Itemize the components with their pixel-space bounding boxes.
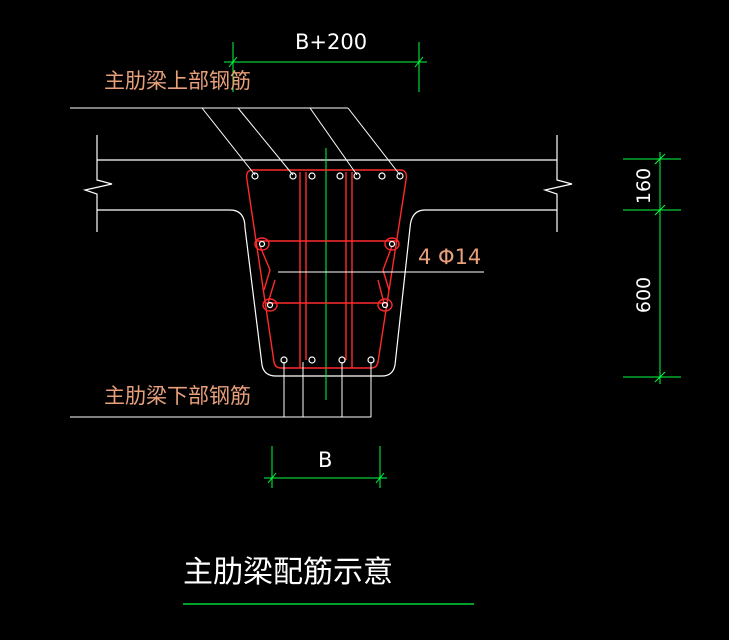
top-leader-2 — [237, 107, 294, 176]
top-bar-dot-7 — [396, 172, 404, 180]
side-bar-dot-4 — [381, 301, 389, 309]
side-bar-dot-3 — [266, 301, 274, 309]
dim-top-tick-left — [228, 56, 238, 68]
dim-bottom-tick-left — [267, 472, 277, 484]
dimension-lines — [224, 42, 681, 488]
dim-right-tick-bottom — [654, 371, 666, 383]
top-leader-1 — [201, 107, 256, 176]
slab-outline — [82, 135, 573, 232]
stirrup-hook-right-1 — [382, 245, 393, 291]
top-bar-dot-3 — [308, 172, 316, 180]
break-line-left — [82, 135, 113, 232]
bottom-rebar-label: 主肋梁下部钢筋 — [104, 384, 251, 408]
top-bar-dot-2 — [289, 172, 297, 180]
side-bar-loop-right-bottom — [377, 298, 393, 312]
top-leader-4 — [347, 107, 401, 176]
leader-lines — [70, 107, 484, 418]
dim-top-tick-right — [414, 56, 424, 68]
top-bar-dot-6 — [378, 172, 386, 180]
dim-right-tick-mid — [654, 204, 666, 216]
stirrup-hook-left-1 — [259, 245, 271, 291]
top-width-dimension-label: B+200 — [295, 30, 367, 54]
dim-right-tick-top — [654, 153, 666, 165]
side-bar-loop-left-bottom — [262, 298, 278, 312]
beam-web-outline — [229, 209, 426, 377]
side-bar-dot-2 — [388, 240, 396, 248]
rebar-dots — [251, 172, 404, 364]
slab-thickness-dimension-label: 160 — [633, 168, 655, 204]
top-bar-dot-5 — [353, 172, 361, 180]
side-bar-loop-right-top — [384, 237, 400, 251]
side-bar-dot-1 — [258, 240, 266, 248]
side-rebar-label: 4 Φ14 — [418, 245, 481, 269]
break-line-right — [542, 135, 573, 232]
web-height-dimension-label: 600 — [633, 277, 655, 313]
side-bar-loop-left-top — [254, 237, 270, 251]
top-bar-dot-4 — [336, 172, 344, 180]
bottom-width-dimension-label: B — [318, 448, 332, 472]
bottom-bar-dot-2 — [308, 356, 316, 364]
top-bar-dot-1 — [251, 172, 259, 180]
drawing-title: 主肋梁配筋示意 — [183, 555, 393, 590]
top-rebar-label: 主肋梁上部钢筋 — [104, 69, 251, 93]
top-leader-3 — [309, 107, 358, 176]
dim-bottom-tick-right — [375, 472, 385, 484]
